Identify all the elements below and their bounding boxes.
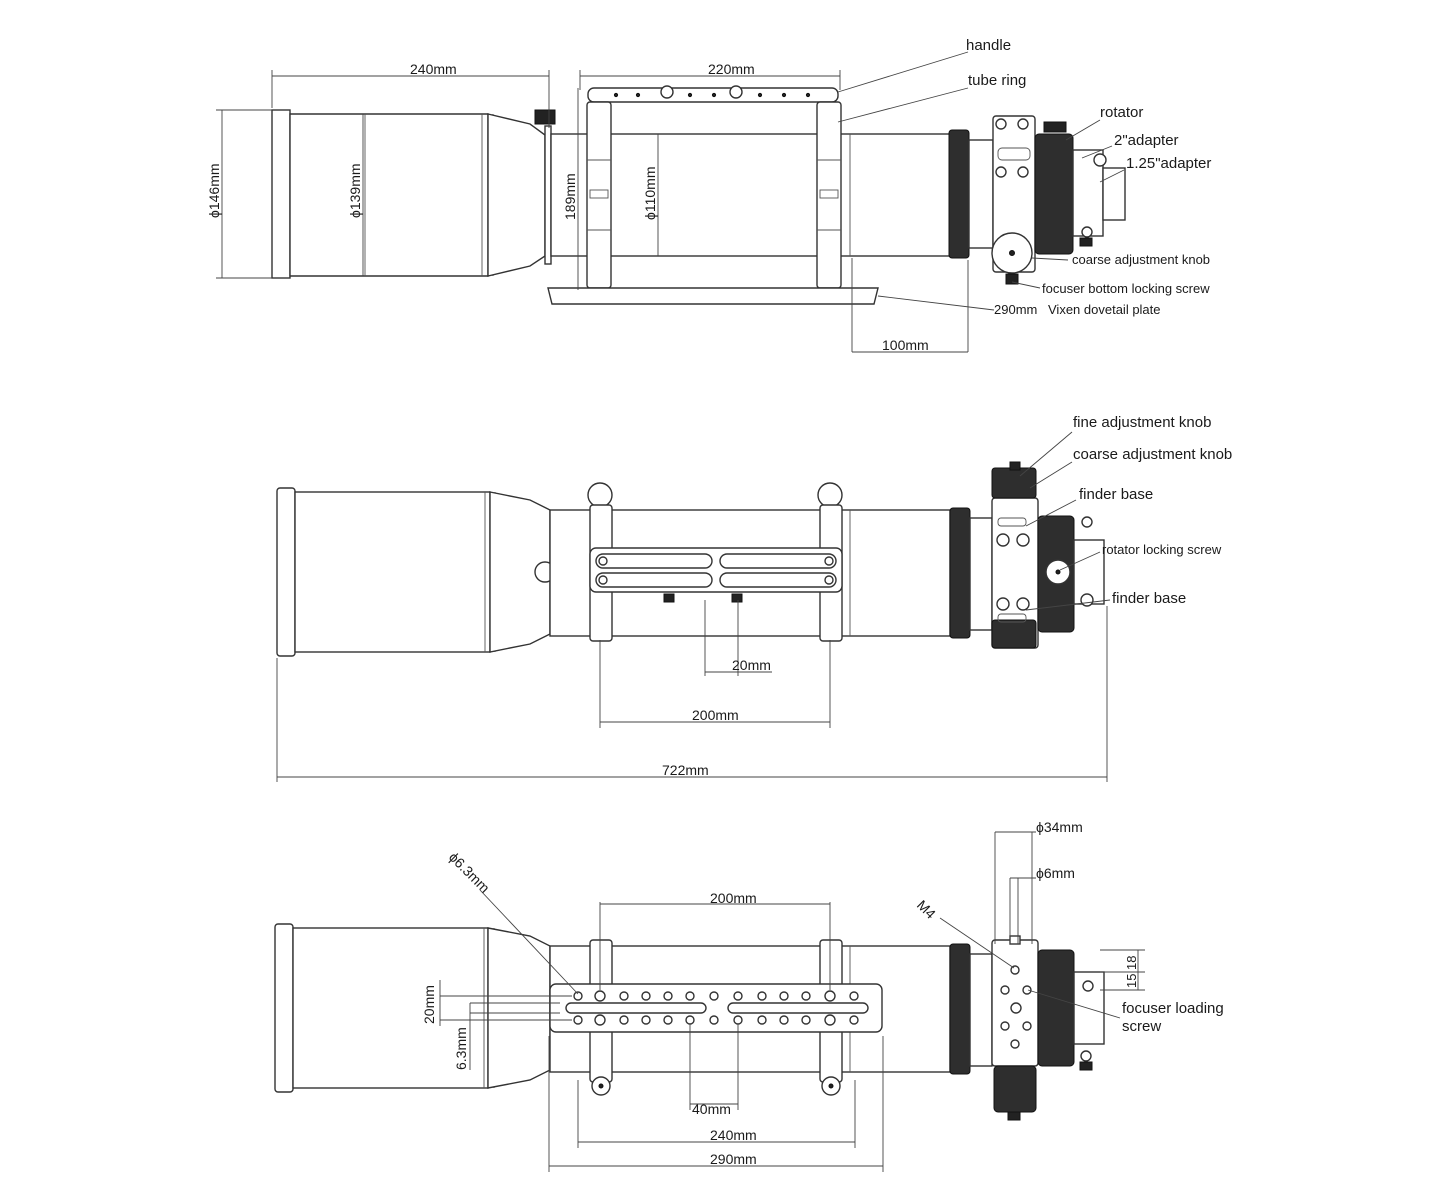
dovetail-plate-bottom bbox=[549, 983, 883, 1033]
label-rotator-screw: rotator locking screw bbox=[1102, 542, 1222, 557]
bottom-view: ϕ6.3mm M4 focuser loading screw ϕ34mm ϕ6… bbox=[274, 819, 1224, 1172]
dim-diameter-34: ϕ34mm bbox=[1036, 819, 1083, 835]
dim-ring-span: 220mm bbox=[708, 61, 755, 77]
top-view: handle tube ring rotator 2"adapter 1.25"… bbox=[206, 37, 1211, 353]
dim-diameter-6: ϕ6mm bbox=[1036, 865, 1075, 881]
dim-hood-length: 240mm bbox=[410, 61, 457, 77]
focuser-top bbox=[948, 115, 1126, 285]
label-focuser-locking: focuser bottom locking screw bbox=[1042, 281, 1210, 296]
side-view: fine adjustment knob coarse adjustment k… bbox=[276, 414, 1232, 782]
dim-ring-height: 189mm bbox=[562, 173, 578, 220]
dim-hole-small: 6.3mm bbox=[453, 1027, 469, 1070]
dim-slot-span: 200mm bbox=[692, 707, 739, 723]
tube-rings-side bbox=[587, 482, 843, 642]
dim-hole-diameter: ϕ6.3mm bbox=[446, 849, 493, 896]
tube-ring-right-top bbox=[816, 101, 842, 289]
dim-total-length: 722mm bbox=[662, 762, 709, 778]
top-dimensions bbox=[216, 70, 969, 353]
handle-top bbox=[587, 85, 839, 103]
label-dovetail-length: 290mm bbox=[994, 302, 1037, 317]
dim-hole-span: 200mm bbox=[710, 890, 757, 906]
label-focuser-loading-2: screw bbox=[1122, 1018, 1161, 1035]
dim-tube-diameter: ϕ139mm bbox=[347, 163, 363, 218]
dim-back-length: 100mm bbox=[882, 337, 929, 353]
dim-gap-18: 18 bbox=[1124, 956, 1139, 970]
side-dimensions bbox=[276, 600, 1108, 782]
dim-rows-gap: 20mm bbox=[421, 985, 437, 1024]
dim-ring-inner: ϕ110mm bbox=[642, 167, 658, 220]
dim-ring-240: 240mm bbox=[710, 1127, 757, 1143]
label-coarse-knob-top: coarse adjustment knob bbox=[1072, 252, 1210, 267]
dim-gap-15: 15 bbox=[1124, 974, 1139, 988]
label-rotator: rotator bbox=[1100, 104, 1143, 121]
label-finder-base-bottom: finder base bbox=[1112, 590, 1186, 607]
dew-shield-top bbox=[271, 109, 556, 279]
top-leaders bbox=[837, 51, 1125, 311]
label-focuser-loading-1: focuser loading bbox=[1122, 1000, 1224, 1017]
focuser-side bbox=[949, 461, 1105, 649]
bottom-leaders bbox=[479, 889, 1121, 1019]
label-handle: handle bbox=[966, 37, 1011, 54]
focuser-bottom bbox=[949, 935, 1105, 1121]
label-2in-adapter: 2"adapter bbox=[1114, 132, 1179, 149]
label-m4: M4 bbox=[914, 897, 939, 922]
bottom-dimensions bbox=[439, 831, 1145, 1172]
plate-holes-top-row bbox=[573, 990, 859, 1002]
dim-slot-offset: 20mm bbox=[732, 657, 771, 673]
side-leaders bbox=[1019, 431, 1111, 611]
label-fine-knob: fine adjustment knob bbox=[1073, 414, 1211, 431]
dew-shield-side bbox=[276, 487, 556, 657]
dim-pitch-40: 40mm bbox=[692, 1101, 731, 1117]
label-125in-adapter: 1.25"adapter bbox=[1126, 155, 1211, 172]
label-tube-ring: tube ring bbox=[968, 72, 1026, 89]
dovetail-plate-top bbox=[547, 287, 879, 305]
label-coarse-knob-side: coarse adjustment knob bbox=[1073, 446, 1232, 463]
dew-shield-bottom bbox=[274, 923, 551, 1093]
tube-ring-left-top bbox=[586, 101, 612, 289]
label-dovetail: Vixen dovetail plate bbox=[1048, 302, 1161, 317]
dim-hood-diameter: ϕ146mm bbox=[206, 163, 222, 218]
dim-plate-290: 290mm bbox=[710, 1151, 757, 1167]
label-finder-base-top: finder base bbox=[1079, 486, 1153, 503]
main-tube-top bbox=[550, 133, 952, 257]
